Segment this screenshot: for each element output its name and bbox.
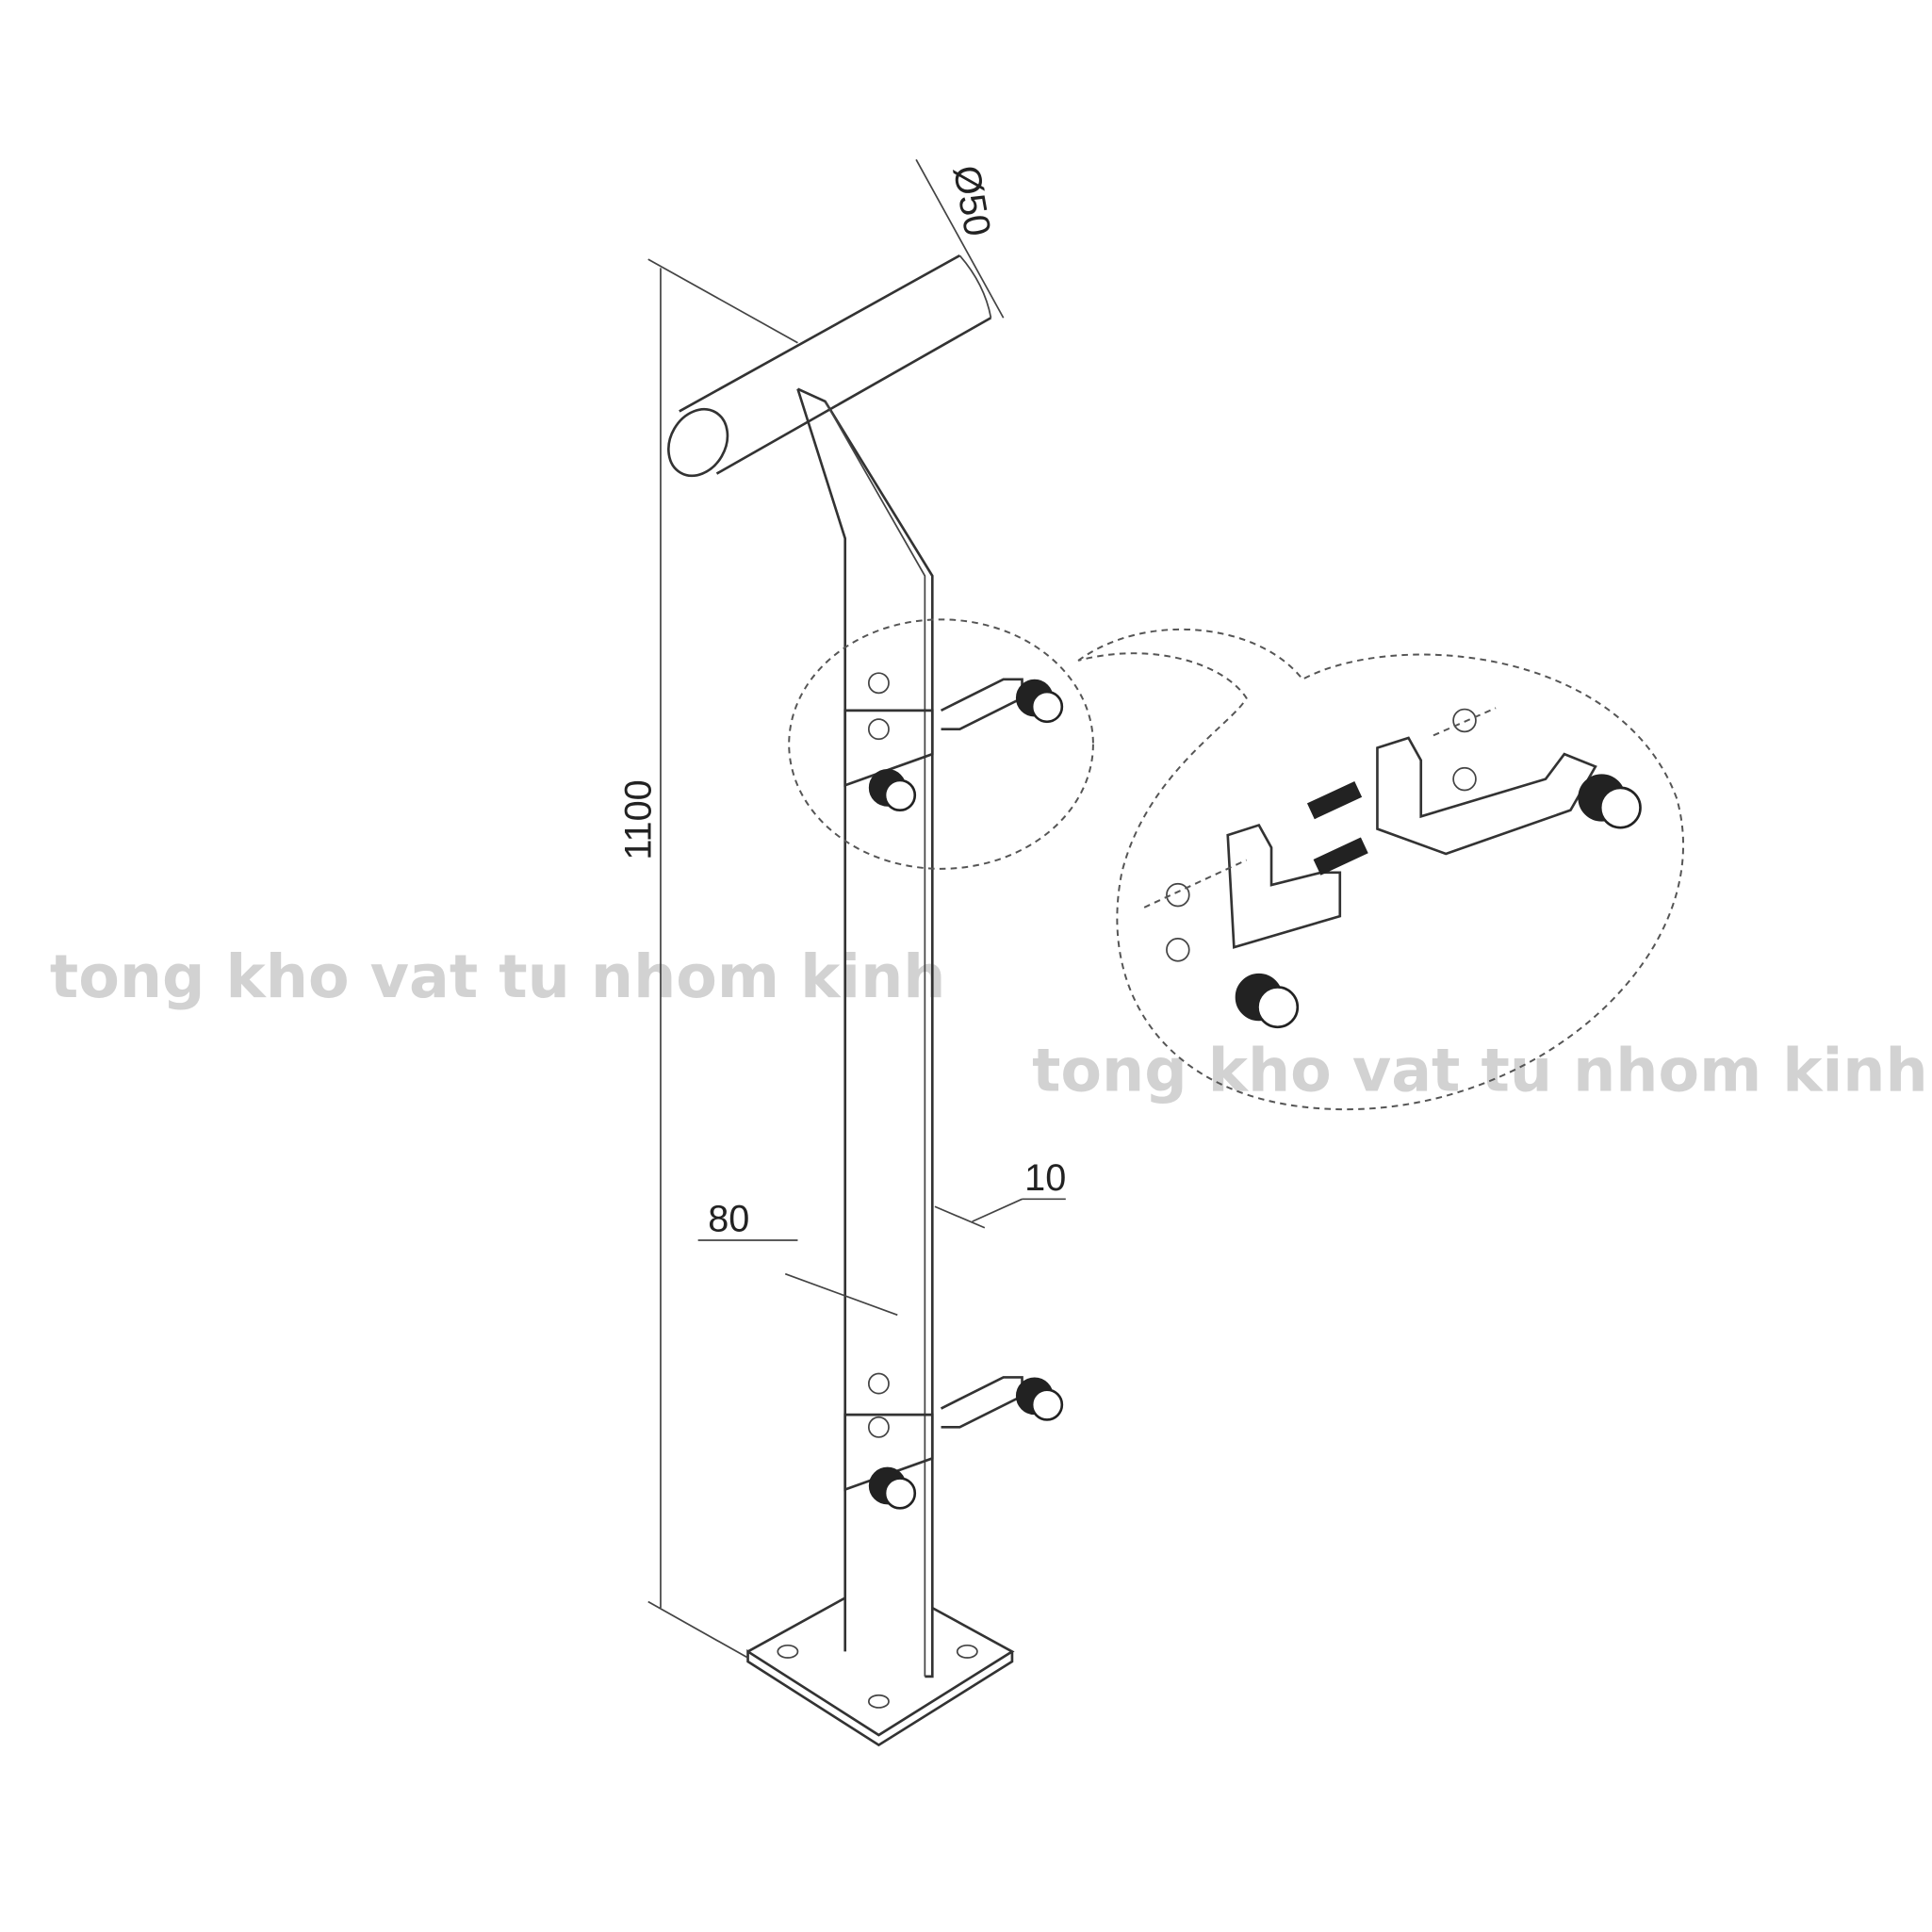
glass-clamp-lower (843, 1372, 1064, 1510)
dimension-height: 1100 (617, 779, 659, 860)
watermark-left: tong kho vat tu nhom kinh (50, 941, 946, 1011)
detail-callout (788, 618, 1684, 1111)
post (796, 387, 934, 1678)
watermark-right: tong kho vat tu nhom kinh (1032, 1035, 1928, 1105)
dimension-width: 80 (708, 1199, 749, 1240)
dimension-lines (647, 158, 1066, 1659)
glass-clamp-upper (843, 672, 1064, 811)
base-plate (746, 1596, 1015, 1747)
handrail-tube (667, 254, 992, 478)
dimension-thickness: 10 (1024, 1157, 1066, 1199)
